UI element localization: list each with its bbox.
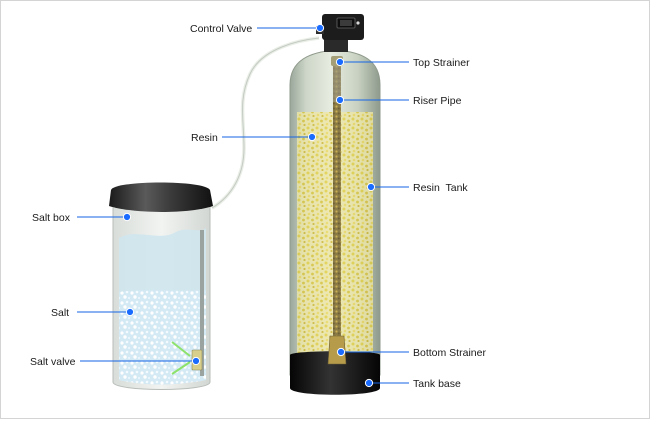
label-bottom-strainer: Bottom Strainer	[413, 347, 486, 359]
label-resin: Resin	[191, 132, 218, 144]
pointer-dot-salt-valve	[191, 356, 201, 366]
control-valve-shape	[316, 14, 364, 52]
label-control-valve: Control Valve	[190, 23, 252, 35]
salt-box-lid	[109, 182, 213, 212]
pointer-dot-resin-tank	[366, 182, 376, 192]
resin-tank	[289, 14, 381, 395]
label-salt-valve: Salt valve	[30, 356, 76, 368]
label-top-strainer: Top Strainer	[413, 57, 470, 69]
pointer-dot-salt	[125, 307, 135, 317]
label-salt-box: Salt box	[32, 212, 71, 224]
bottom-strainer-shape	[327, 335, 347, 365]
pointer-dot-salt-box	[122, 212, 132, 222]
label-resin-tank: Resin Tank	[413, 182, 468, 194]
pointer-dot-top-strainer	[335, 57, 345, 67]
pointer-dot-control-valve	[315, 23, 325, 33]
brine-well-pipe	[200, 230, 204, 376]
label-tank-base: Tank base	[413, 378, 461, 390]
pointer-dot-riser-pipe	[335, 95, 345, 105]
brine-tube-edge	[211, 37, 320, 209]
pointer-dot-tank-base	[364, 378, 374, 388]
label-riser-pipe: Riser Pipe	[413, 95, 462, 107]
pointers	[77, 23, 409, 388]
label-salt: Salt	[51, 307, 69, 319]
tank-base-shape	[290, 351, 380, 395]
salt-box	[109, 182, 213, 390]
salt-valve-flow-arrow	[171, 341, 191, 357]
pointer-dot-bottom-strainer	[336, 347, 346, 357]
riser-pipe-shape	[333, 62, 341, 352]
salt-valve-flow-arrow	[171, 361, 191, 375]
pointer-dot-resin	[307, 132, 317, 142]
